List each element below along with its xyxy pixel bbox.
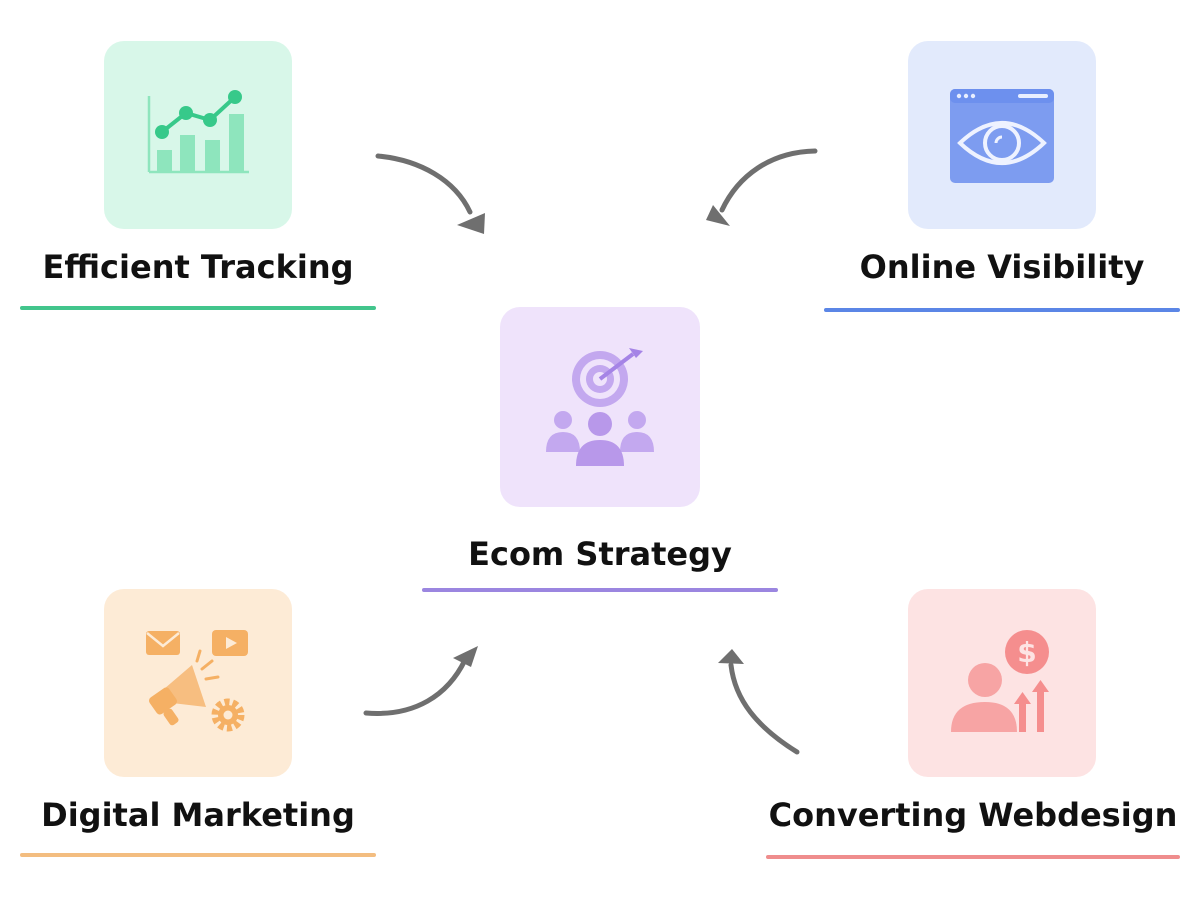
- label-efficient-tracking: Efficient Tracking: [42, 248, 354, 286]
- label-converting-webdesign: Converting Webdesign: [768, 796, 1178, 834]
- user-dollar-growth-icon: $: [951, 630, 1049, 732]
- tile-converting-webdesign: $: [908, 589, 1096, 777]
- arrowhead-marketing: [453, 646, 478, 667]
- tile-ecom-strategy: [500, 307, 700, 507]
- arrow-tracking-to-center: [375, 153, 473, 215]
- label-digital-marketing: Digital Marketing: [41, 796, 355, 834]
- underline-converting-webdesign: [766, 855, 1180, 859]
- underline-ecom-strategy: [422, 588, 778, 592]
- megaphone-icon: [146, 630, 248, 732]
- underline-digital-marketing: [20, 853, 376, 857]
- label-online-visibility: Online Visibility: [859, 248, 1145, 286]
- browser-eye-icon: [950, 89, 1054, 183]
- arrowhead-tracking: [457, 213, 485, 234]
- arrow-webdesign-to-center: [728, 662, 800, 755]
- arrowhead-visibility: [706, 205, 730, 226]
- tile-efficient-tracking: [104, 41, 292, 229]
- arrow-visibility-to-center: [719, 148, 818, 213]
- arrow-marketing-to-center: [363, 657, 468, 716]
- underline-online-visibility: [824, 308, 1180, 312]
- tile-digital-marketing: [104, 589, 292, 777]
- arrowhead-webdesign: [718, 649, 744, 664]
- underline-efficient-tracking: [20, 306, 376, 310]
- tile-online-visibility: [908, 41, 1096, 229]
- target-audience-icon: [546, 348, 654, 466]
- growth-chart-icon: [147, 90, 249, 174]
- svg-text:$: $: [1017, 636, 1036, 669]
- label-ecom-strategy: Ecom Strategy: [468, 535, 732, 573]
